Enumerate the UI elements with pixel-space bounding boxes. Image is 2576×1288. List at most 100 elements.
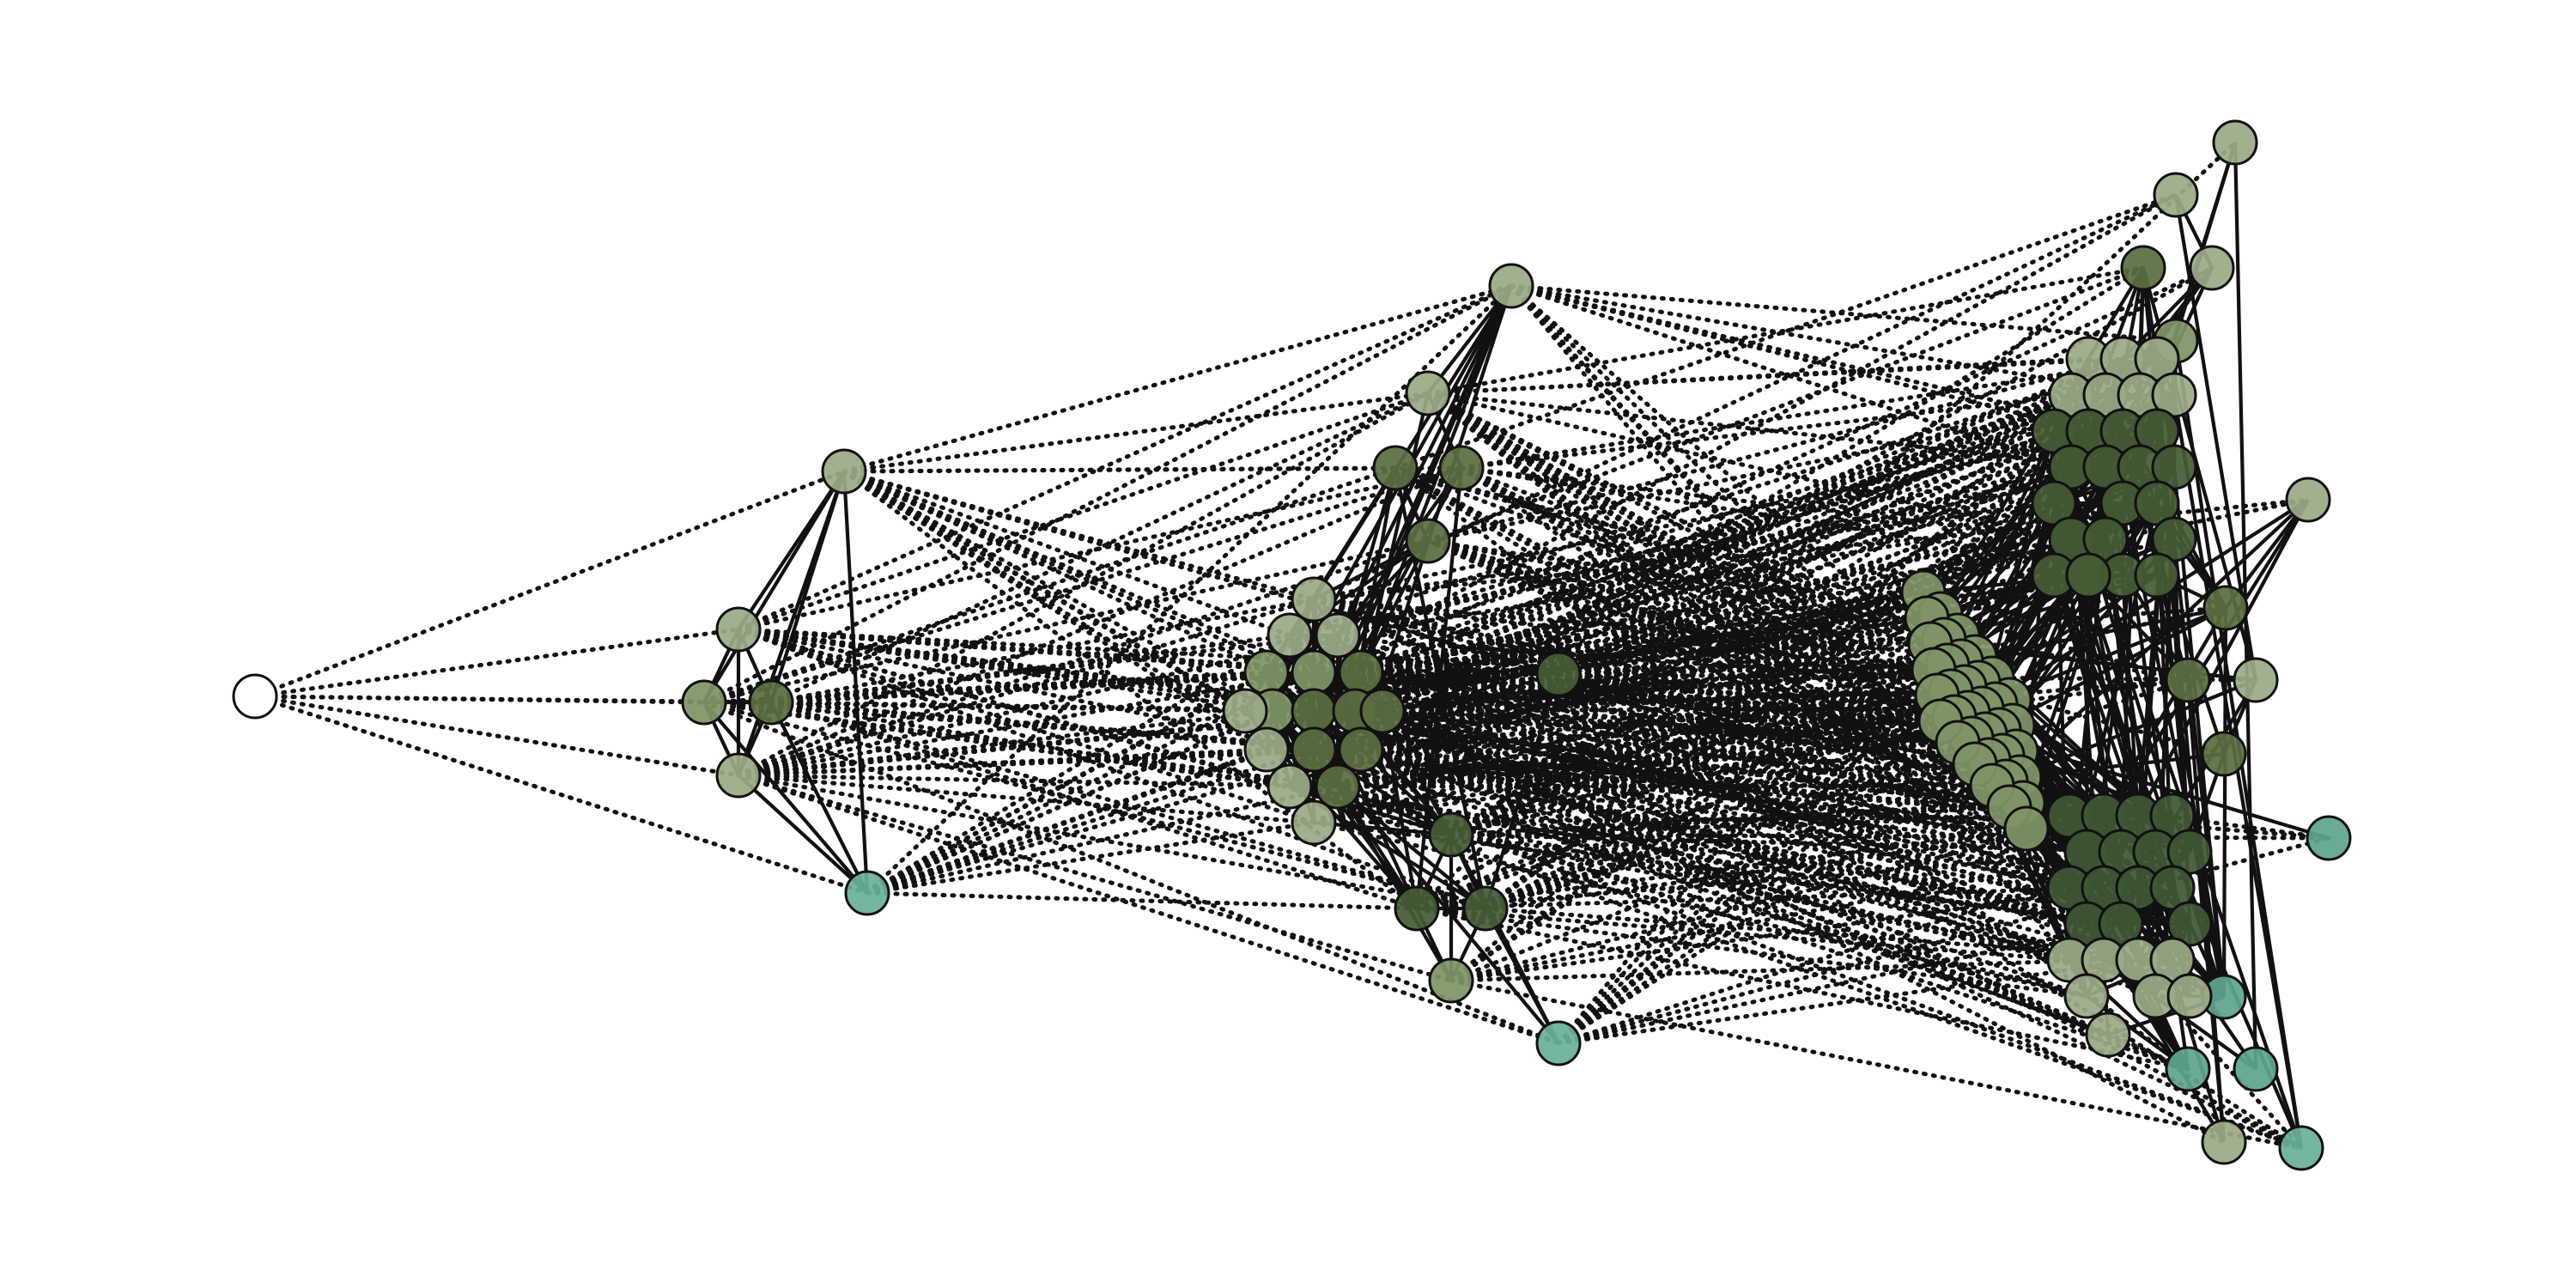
dotted-edge [1335,428,2091,638]
dotted-edge [1425,391,2108,470]
graph-node [715,752,762,799]
graph-node [1428,957,1474,1004]
dotted-edge [1556,957,2141,1046]
dotted-edge [1449,813,2072,837]
dotted-edge [1352,428,2057,714]
solid-edge [702,470,846,704]
dotted-edge [1311,192,2178,675]
dotted-edge [1242,392,2108,714]
dotted-edge [702,465,1398,705]
dotted-edge [865,890,1419,911]
graph-node [1428,811,1474,858]
dotted-edge [1393,465,2190,683]
dotted-edge [1358,747,2026,805]
graph-node [1267,763,1313,810]
graph-node [2306,815,2352,861]
graph-node [1291,688,1337,734]
dotted-edge [702,283,1514,705]
graph-node [2233,657,2279,703]
graph-node [715,606,762,653]
graph-node [2278,1125,2324,1171]
graph-node [1372,445,1419,491]
dotted-edge [841,469,1292,638]
dotted-edge [1264,392,2177,752]
graph-node [2166,973,2213,1019]
dotted-edge [736,283,1514,632]
dotted-edge [1380,708,2304,1151]
dotted-edge [865,820,1316,896]
dotted-edge [1556,573,2160,677]
graph-node [1243,649,1290,696]
graph-node [1462,885,1509,932]
dotted-edge [1414,906,2089,999]
dotted-edge [1335,428,2125,789]
dotted-edge [1311,597,2141,963]
dotted-edge [252,469,847,699]
dotted-edge [769,700,1488,911]
dotted-edge [252,694,741,778]
dotted-edge [865,670,1269,896]
dotted-edge [1380,616,1929,714]
dotted-edge [1264,392,2142,675]
graph-node [1291,726,1337,773]
dotted-edge [1425,538,1995,788]
graph-node [2165,657,2211,703]
dotted-edge [1335,784,2190,1072]
dotted-edge [1425,391,1957,720]
graph-node [1405,518,1451,564]
dotted-edge [1311,428,2057,825]
dotted-edge [1380,590,1926,714]
graph-node [2063,973,2110,1019]
dotted-edge [1311,392,2177,675]
dotted-edge [1459,392,2074,471]
dotted-edge [252,694,774,705]
dotted-edge [841,469,1340,789]
dotted-edge [841,283,1514,474]
dotted-edge [736,773,1561,1046]
graph-node [1267,612,1313,659]
graph-node [1338,726,1384,773]
dotted-edges [252,140,2331,1151]
dotted-edge [1509,283,2125,434]
solid-edge [841,471,870,894]
solid-edge [737,774,869,895]
dotted-edge [1242,708,2141,963]
dotted-edge [1425,265,2146,396]
dotted-edge [1335,465,2142,789]
graph-node [1291,649,1337,696]
dotted-edge [1449,832,2089,999]
solid-edge [737,471,846,776]
dotted-edge [1242,689,1953,714]
dotted-edge [252,694,870,896]
dotted-edge [1425,356,2125,544]
graph-node [821,448,867,495]
dotted-edge [1242,465,2142,714]
dotted-edge [1556,921,2123,1046]
dotted-edge [865,708,1275,896]
root-node [232,673,278,720]
solid-edge [2172,538,2227,998]
dotted-edge [1335,501,2125,789]
dotted-edge [1414,849,2123,911]
dotted-edge [1311,747,2111,1037]
dotted-edge [1311,597,1995,788]
graph-node [2233,1046,2279,1092]
dotted-edge [1311,747,2123,927]
graph-node [748,679,794,726]
dotted-edge [1459,356,2160,471]
solid-edge [1414,467,1464,909]
graph-node [2153,172,2199,218]
dotted-edge [1311,392,2108,752]
dotted-edge [1335,784,2304,1151]
dotted-edge [1358,265,2146,752]
dotted-edge [1449,813,2106,983]
solid-edge [1359,540,1430,673]
graph-node [1291,576,1337,623]
dotted-edge [736,627,1488,911]
graph-node [2085,1012,2131,1058]
dotted-edge [1556,723,2015,1046]
dotted-edge [1358,392,2142,675]
graph-node [1438,445,1485,491]
dotted-edge [1311,192,2178,602]
graph-node [1488,263,1534,309]
